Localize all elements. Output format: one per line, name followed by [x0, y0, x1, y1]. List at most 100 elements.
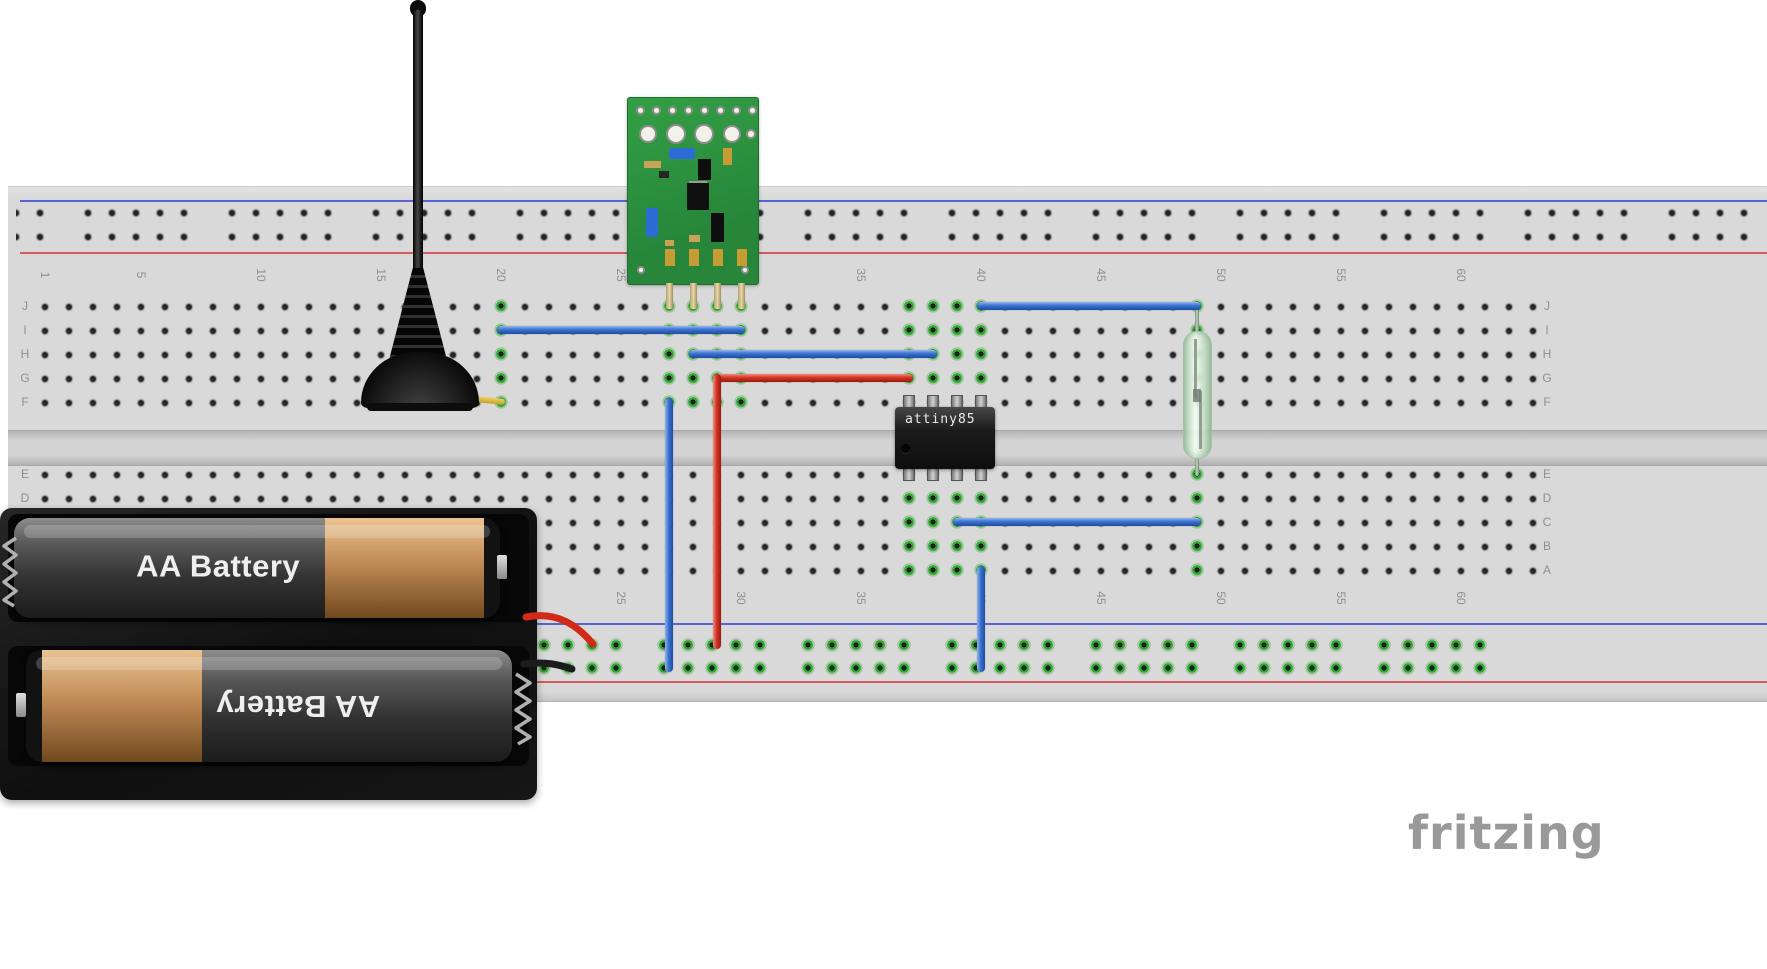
row-label: F: [21, 395, 29, 409]
row-label: H: [1542, 347, 1552, 361]
antenna-base-plate: [367, 403, 473, 411]
connection-dot: [537, 638, 551, 652]
ic-pin[interactable]: [951, 468, 963, 481]
connection-dot: [873, 638, 887, 652]
column-label: 60: [1454, 268, 1468, 282]
connection-dot: [1449, 661, 1463, 675]
module-resistor: [689, 235, 700, 242]
battery-label: AA Battery: [136, 548, 301, 584]
module-component: [698, 159, 711, 180]
module-pin[interactable]: [738, 283, 745, 309]
connection-dot: [974, 371, 988, 385]
battery-body: [201, 650, 512, 762]
connection-dot: [1089, 638, 1103, 652]
wire-blue[interactable]: [977, 302, 1201, 310]
reed-switch-lead-bottom[interactable]: [1195, 452, 1199, 476]
module-hole: [700, 106, 709, 115]
reed-switch-blade: [1199, 391, 1202, 449]
connection-dot: [950, 491, 964, 505]
column-label: 45: [1094, 591, 1108, 605]
column-label: 35: [854, 268, 868, 282]
connection-dot: [1473, 638, 1487, 652]
module-pin[interactable]: [690, 283, 697, 309]
connection-dot: [1137, 661, 1151, 675]
wire-blue[interactable]: [665, 398, 673, 672]
connection-dot: [537, 661, 551, 675]
connection-dot: [1329, 638, 1343, 652]
connection-dot: [686, 395, 700, 409]
row-label: I: [1545, 323, 1549, 337]
module-pad: [713, 249, 723, 266]
connection-dot: [926, 539, 940, 553]
wire-blue[interactable]: [953, 518, 1201, 526]
spring-contact: [514, 672, 532, 746]
connection-dot: [1377, 661, 1391, 675]
connection-dot: [902, 563, 916, 577]
column-label: 60: [1454, 591, 1468, 605]
row-label: G: [20, 371, 30, 385]
wire-blue[interactable]: [977, 566, 985, 672]
connection-dot: [897, 638, 911, 652]
module-capacitor: [646, 208, 658, 237]
connection-dot: [609, 661, 623, 675]
module-capacitor: [669, 148, 695, 159]
battery-holder[interactable]: AA Battery AA Battery: [0, 508, 537, 800]
row-label: I: [23, 323, 27, 337]
rf-transmitter-module[interactable]: [627, 97, 759, 309]
fritzing-logo: fritzing: [1408, 806, 1605, 860]
battery-aa-top[interactable]: AA Battery: [14, 518, 500, 618]
connection-dot: [897, 661, 911, 675]
module-mount-hole: [694, 124, 714, 144]
row-label: J: [1544, 299, 1550, 313]
connection-dot: [825, 638, 839, 652]
column-label: 55: [1334, 591, 1348, 605]
connection-dot: [753, 661, 767, 675]
power-rail-holes-top-1: [16, 201, 1755, 225]
battery-contact-springs: [2, 536, 532, 746]
column-label: 5: [134, 271, 148, 279]
connection-dot: [753, 638, 767, 652]
reed-switch-lead-top[interactable]: [1195, 306, 1199, 334]
module-pad: [737, 249, 747, 266]
reed-switch-blade: [1194, 339, 1197, 397]
spring-contact: [2, 536, 18, 608]
connection-dot: [1089, 661, 1103, 675]
connection-dot: [1305, 638, 1319, 652]
ic-pin[interactable]: [903, 468, 915, 481]
connection-dot: [1113, 638, 1127, 652]
module-pin[interactable]: [666, 283, 673, 309]
connection-dot: [1161, 638, 1175, 652]
connection-dot: [926, 323, 940, 337]
wire-red[interactable]: [713, 374, 913, 382]
ic-pin[interactable]: [927, 468, 939, 481]
attiny85-ic[interactable]: attiny85: [895, 407, 995, 469]
battery-aa-bottom[interactable]: AA Battery: [26, 650, 512, 762]
antenna-whip[interactable]: [413, 10, 423, 272]
connection-dot: [1305, 661, 1319, 675]
module-pin[interactable]: [714, 283, 721, 309]
connection-dot: [974, 539, 988, 553]
wire-red[interactable]: [713, 374, 721, 649]
connection-dot: [561, 638, 575, 652]
wire-blue[interactable]: [689, 350, 937, 358]
connection-dot: [1377, 638, 1391, 652]
connection-dot: [1190, 539, 1204, 553]
center-channel: [8, 430, 1767, 466]
connection-dot: [1401, 638, 1415, 652]
connection-dot: [1137, 638, 1151, 652]
column-label: 10: [254, 268, 268, 282]
row-label: E: [1542, 467, 1552, 481]
connection-dot: [950, 539, 964, 553]
connection-dot: [1449, 638, 1463, 652]
reed-switch[interactable]: [1183, 331, 1212, 459]
battery-gloss: [35, 657, 503, 670]
connection-dot: [662, 371, 676, 385]
ic-pin[interactable]: [975, 468, 987, 481]
wire-blue[interactable]: [497, 326, 745, 334]
power-rail-line-red-top: [20, 252, 1767, 254]
connection-dot: [993, 638, 1007, 652]
module-pad: [665, 249, 675, 266]
connection-dot: [902, 323, 916, 337]
connection-dot: [1113, 661, 1127, 675]
module-pad: [723, 148, 732, 165]
